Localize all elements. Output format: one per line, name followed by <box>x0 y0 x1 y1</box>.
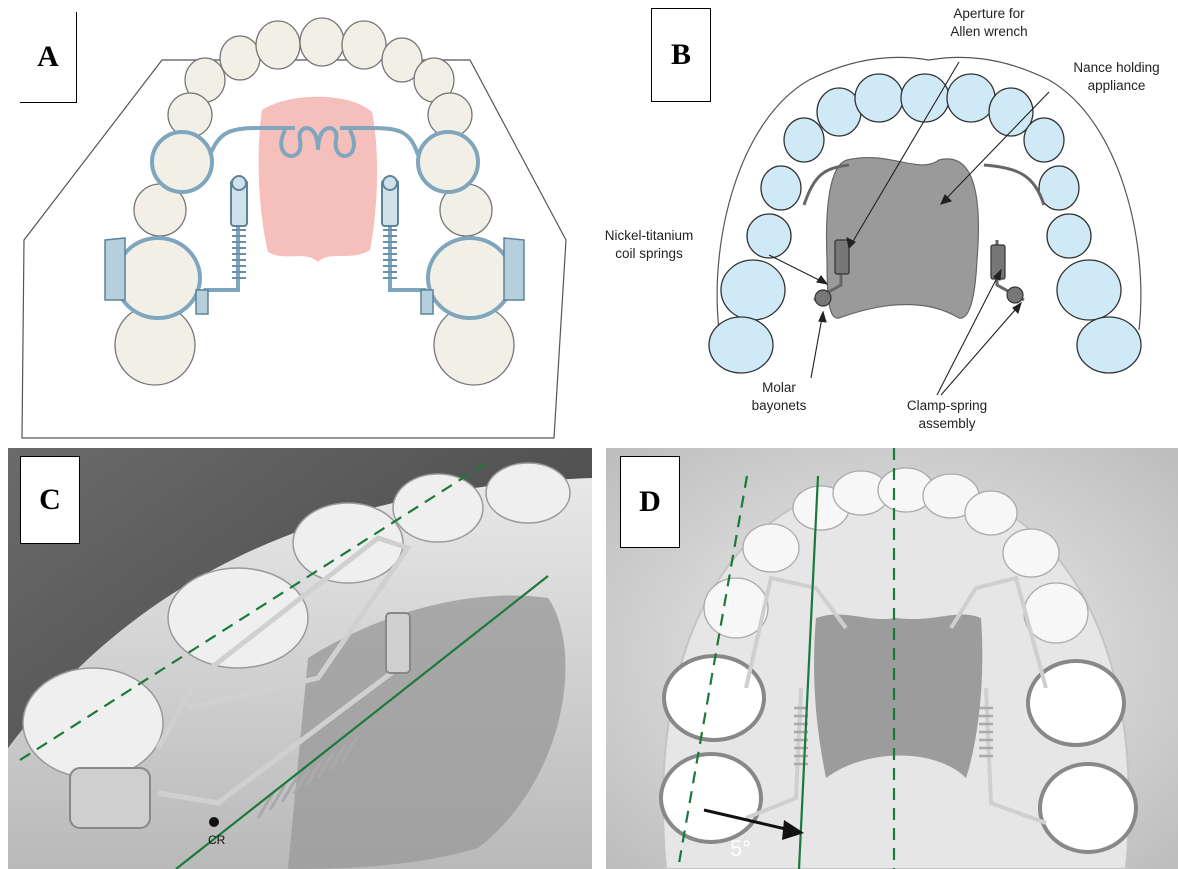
panel-c-letter: C <box>20 456 80 544</box>
panel-b-letter: B <box>651 8 711 102</box>
screw-clamp <box>386 613 410 673</box>
panel-a-illustration <box>0 0 589 440</box>
label-clamp-line2: assembly <box>887 416 1007 432</box>
label-molar-line1: Molar <box>729 380 829 396</box>
nance-acrylic <box>827 158 979 319</box>
panel-d: D 5° <box>606 448 1178 869</box>
label-coil-line2: coil springs <box>589 246 709 262</box>
molar-tube <box>70 768 150 828</box>
panel-a: A <box>0 0 589 440</box>
panel-d-letter: D <box>620 456 680 548</box>
center-of-resistance-dot <box>209 817 219 827</box>
label-coil-line1: Nickel-titanium <box>589 228 709 244</box>
panel-c-photo <box>8 448 592 869</box>
acrylic-button <box>814 614 982 778</box>
label-clamp-line1: Clamp-spring <box>887 398 1007 414</box>
panel-b: B Aperture for Allen wrench Nance holdin… <box>589 0 1178 440</box>
cr-label: CR <box>208 832 248 848</box>
panel-a-letter: A <box>20 12 77 103</box>
palate-acrylic <box>259 97 377 262</box>
panel-c: C CR <box>8 448 592 869</box>
label-aperture-line1: Aperture for <box>929 6 1049 22</box>
label-aperture-line2: Allen wrench <box>929 24 1049 40</box>
angle-label: 5° <box>730 836 770 862</box>
label-nance-line2: appliance <box>1059 78 1174 94</box>
label-molar-line2: bayonets <box>729 398 829 414</box>
label-nance-line1: Nance holding <box>1059 60 1174 76</box>
panel-d-photo <box>606 448 1178 869</box>
